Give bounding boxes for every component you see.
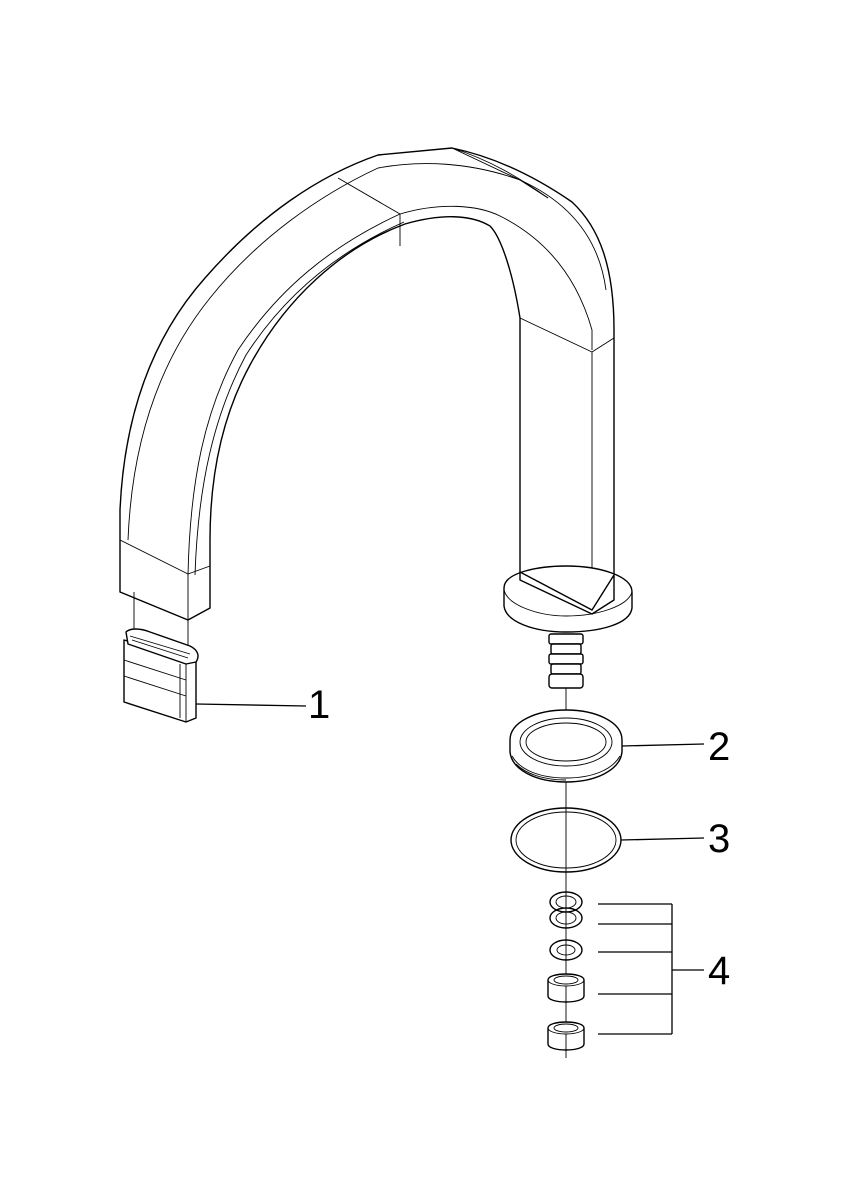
callout-3: 3 bbox=[708, 817, 730, 861]
spout-base-flange bbox=[503, 565, 633, 633]
part-1-aerator bbox=[123, 628, 199, 723]
leader-lines bbox=[195, 703, 705, 1035]
callout-2: 2 bbox=[708, 725, 730, 769]
faucet-spout bbox=[119, 147, 615, 621]
callout-1: 1 bbox=[308, 683, 330, 727]
part-2-threaded-ring bbox=[509, 709, 623, 783]
threaded-stem bbox=[548, 633, 584, 689]
part-4-seal-set bbox=[547, 891, 585, 1051]
callout-4: 4 bbox=[708, 949, 730, 993]
assembly-axis-lines bbox=[133, 592, 567, 1058]
